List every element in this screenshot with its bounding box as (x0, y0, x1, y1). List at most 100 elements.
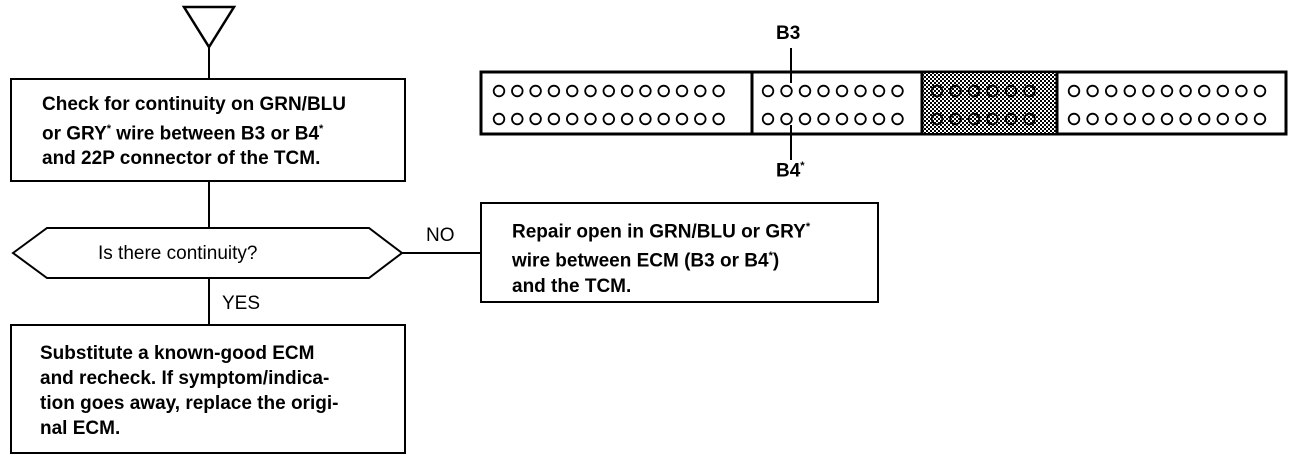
connector-pin (529, 84, 542, 98)
connector-pin (1197, 84, 1211, 98)
connector-pin (798, 112, 812, 126)
check-line-2: or GRY* wire between B3 or B4* (42, 123, 324, 145)
connector-pin (1123, 112, 1137, 126)
shaded-section (921, 71, 1058, 135)
connector-pin (1123, 84, 1137, 98)
b4-label: B4* (776, 160, 805, 182)
connector-pin (967, 84, 981, 98)
repair-box-frame (480, 202, 879, 303)
connector-pin (780, 84, 793, 98)
check-box-frame (10, 78, 406, 182)
connector-pin (1004, 112, 1018, 126)
b3-label: B3 (776, 23, 801, 44)
start-triangle (181, 5, 237, 50)
substitute-line-2: and recheck. If symptom/indica- (40, 368, 330, 389)
connector-pin (602, 112, 616, 126)
connector-pin (547, 112, 561, 126)
connector-pin (675, 84, 689, 98)
substitute-box-text: Substitute a known-good ECM and recheck.… (40, 341, 402, 441)
substitute-line-3: tion goes away, replace the origi- (40, 393, 339, 414)
repair-line-2: wire between ECM (B3 or B4*) (512, 250, 780, 272)
connector-pin (657, 84, 670, 98)
connector-pin (967, 112, 981, 126)
connector-pin (1235, 84, 1248, 98)
connector-pin (1235, 112, 1248, 126)
connector-pin (930, 112, 944, 126)
substitute-box-frame (10, 324, 406, 454)
connector-pin (602, 84, 616, 98)
repair-line-3: and the TCM. (512, 275, 632, 297)
connector-pin (1023, 84, 1036, 98)
connector-pin (761, 84, 775, 98)
connector-pin (1179, 84, 1192, 98)
connector-pin (547, 84, 561, 98)
connector-pin (694, 112, 707, 126)
connector-pins (492, 84, 1267, 126)
connector-pin (1086, 84, 1099, 98)
connector-pin (891, 84, 904, 98)
connector-pin (675, 112, 689, 126)
connector-pin (712, 112, 725, 126)
connector-pin (1104, 112, 1118, 126)
connector-pin (639, 112, 652, 126)
check-line-3: and 22P connector of the TCM. (42, 148, 321, 170)
connector-pin (694, 84, 707, 98)
connector-pin (949, 84, 962, 98)
connector-pin (1216, 84, 1230, 98)
connector-pin (817, 84, 830, 98)
connector-pin (854, 84, 867, 98)
connector-pin (1197, 112, 1211, 126)
ecm-connector (479, 48, 1288, 160)
connector-pin (712, 84, 725, 98)
connector-pin (1104, 84, 1118, 98)
repair-box-text: Repair open in GRN/BLU or GRY* wire betw… (512, 215, 872, 299)
connector-pin (854, 112, 867, 126)
substitute-line-1: Substitute a known-good ECM (40, 343, 315, 364)
connector-pin (817, 112, 830, 126)
connector-pin (584, 84, 597, 98)
connector-pin (620, 112, 634, 126)
connector-pin (1004, 84, 1018, 98)
connector-pin (1067, 84, 1081, 98)
connector-pin (780, 112, 793, 126)
connector-pin (798, 84, 812, 98)
check-line-1: Check for continuity on GRN/BLU (42, 94, 346, 115)
connector-pin (1142, 112, 1155, 126)
connector-pin (511, 84, 524, 98)
connector-pin (1253, 84, 1267, 98)
connector-pin (492, 84, 506, 98)
connector-pin (566, 112, 579, 126)
connector-pin (1160, 84, 1174, 98)
connector-pin (1160, 112, 1174, 126)
connector-pin (761, 112, 775, 126)
check-box-text: Check for continuity on GRN/BLU or GRY* … (42, 92, 402, 171)
connector-pin (1216, 112, 1230, 126)
connector-pin (835, 112, 849, 126)
connector-pin (986, 84, 999, 98)
connector-pin (872, 84, 886, 98)
connector-pin (529, 112, 542, 126)
connector-pin (930, 84, 944, 98)
no-label: NO (426, 225, 455, 246)
yes-label: YES (222, 293, 261, 314)
repair-line-1: Repair open in GRN/BLU or GRY* (512, 221, 811, 243)
substitute-line-4: nal ECM. (40, 418, 121, 439)
connector-pin (1086, 112, 1099, 126)
connector-pin (1023, 112, 1036, 126)
connector-pin (492, 112, 506, 126)
connector-pin (1142, 84, 1155, 98)
connector-pin (835, 84, 849, 98)
connector-pin (584, 112, 597, 126)
connector-pin (511, 112, 524, 126)
connector-pin (891, 112, 904, 126)
connector-pin (872, 112, 886, 126)
connector-pin (1179, 112, 1192, 126)
connector-pin (1253, 112, 1267, 126)
connector-pin (986, 112, 999, 126)
decision-question: Is there continuity? (98, 243, 258, 264)
connector-pin (620, 84, 634, 98)
connector-pin (657, 112, 670, 126)
connector-pin (1067, 112, 1081, 126)
connector-pin (949, 112, 962, 126)
